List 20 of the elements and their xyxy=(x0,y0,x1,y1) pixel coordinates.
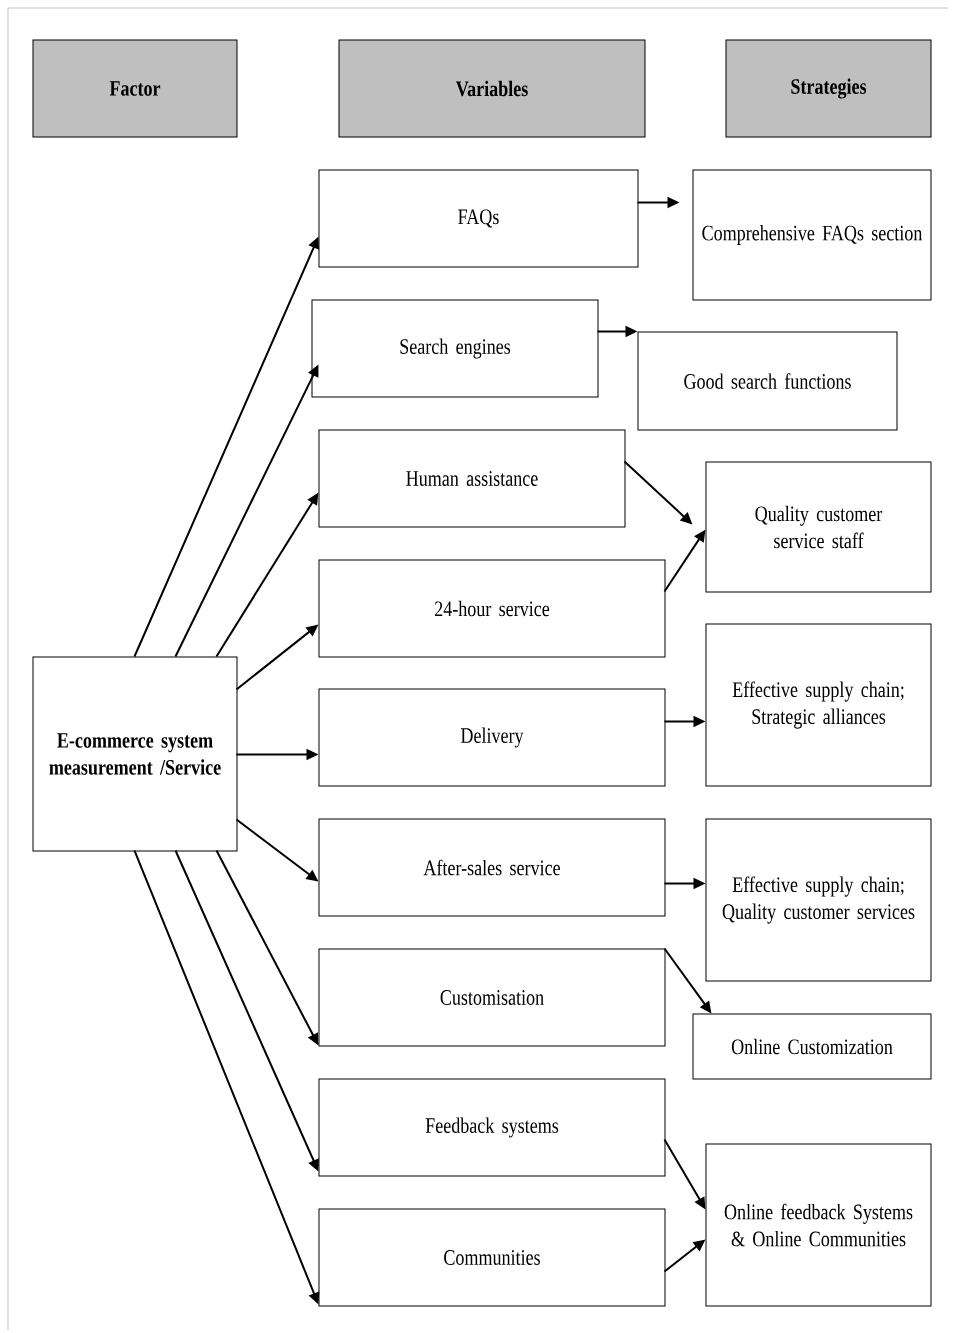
strategy-box: Good search functions xyxy=(637,331,898,431)
variable-box: Customisation xyxy=(318,948,666,1047)
variable-box: Feedback systems xyxy=(318,1078,666,1177)
variable-box: FAQs xyxy=(318,169,639,268)
strategy-box: Effective supply chain; Quality customer services xyxy=(705,818,932,982)
strategy-box: Quality customer service staff xyxy=(705,461,932,593)
variable-box: Human assistance xyxy=(318,429,626,528)
variable-box: After-sales service xyxy=(318,818,666,917)
variable-box: 24-hour service xyxy=(318,559,666,658)
variable-box: Search engines xyxy=(311,299,599,398)
variable-box: Communities xyxy=(318,1208,666,1307)
factor-box: E-commerce system measurement /Service xyxy=(32,656,238,852)
strategy-box: Comprehensive FAQs section xyxy=(692,169,932,301)
variable-box: Delivery xyxy=(318,688,666,787)
column-header: Factor xyxy=(32,39,238,138)
strategy-box: Online Customization xyxy=(692,1013,932,1080)
strategy-box: Effective supply chain; Strategic alliances xyxy=(705,623,932,787)
column-header: Variables xyxy=(338,39,646,138)
column-header: Strategies xyxy=(725,39,932,138)
strategy-box: Online feedback Systems & Online Communities xyxy=(705,1143,932,1307)
